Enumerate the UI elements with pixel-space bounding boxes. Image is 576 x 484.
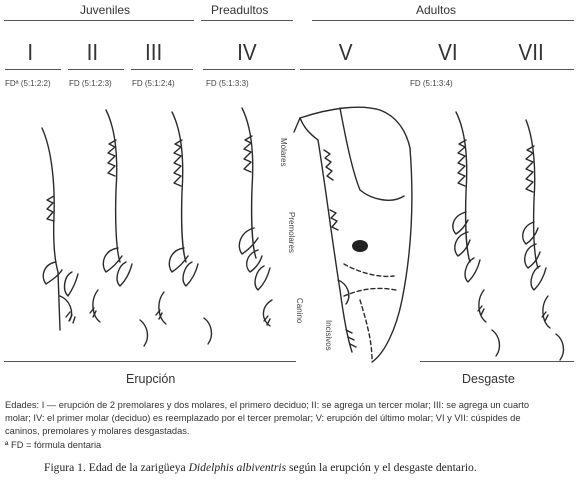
stage-v: V [338,39,353,65]
jaw-stage-iii [155,111,213,345]
jaw-stage-ii [89,109,149,347]
preadultos-rule [201,20,293,21]
stage-rule-i [5,69,61,70]
jaw-stage-v-skull [293,106,413,363]
desgaste-rule [420,361,574,362]
stage-vi: VI [438,39,458,65]
label-incisivos: Incisivos [324,320,333,351]
jaw-stage-vii [522,119,565,361]
label-premolares: Premolares [287,212,296,253]
skull-foramen [352,240,368,252]
stage-iii: III [144,39,163,65]
stage-ii: II [86,39,99,65]
group-preadultos: Preadultos [211,3,269,17]
formula-iv: FD (5:1:3:3) [206,79,249,88]
figure-text-after: según la erupción y el desgaste dentario… [286,461,477,474]
stage-vii: VII [518,39,544,65]
stage-rule-iv [203,69,295,70]
figure-caption: Figura 1. Edad de la zarigüeya Didelphis… [44,461,477,474]
formula-iii: FD (5:1:2:4) [132,79,175,88]
formula-adults: FD (5:1:3:4) [410,79,453,88]
jaw-stage-vi [452,111,501,357]
group-juveniles: Juveniles [80,3,131,17]
jaw-stage-iv [238,107,273,327]
section-desgaste: Desgaste [462,372,515,386]
stage-rule-ii [68,69,124,70]
stage-iv: IV [237,39,257,65]
jaw-stage-i [41,127,79,331]
formula-ii: FD (5:1:2:3) [69,79,112,88]
section-erupcion: Erupción [126,372,176,386]
caption-line-3: caninos, premolares y molares desgastada… [5,426,190,436]
stage-rule-adults [300,69,574,70]
label-molares: Molares [279,138,288,167]
stage-i: I [27,39,34,65]
stage-rule-iii [131,69,193,70]
group-adultos: Adultos [416,3,457,17]
figure-species: Didelphis albiventris [188,461,287,474]
caption-footnote: ª FD = fórmula dentaria [5,440,102,450]
caption-line-2: molar; IV: el primer molar (deciduo) es … [5,413,521,423]
caption-line-1: Edades: I — erupción de 2 premolares y d… [5,400,529,410]
label-canino: Canino [295,298,304,324]
erupcion-rule [4,361,296,362]
formula-i: FDª (5:1:2:2) [5,79,51,88]
figure-prefix: Figura 1. [44,461,86,474]
figure-text-before: Edad de la zarigüeya [85,461,189,474]
juveniles-rule [4,20,194,21]
adultos-rule [312,20,574,21]
